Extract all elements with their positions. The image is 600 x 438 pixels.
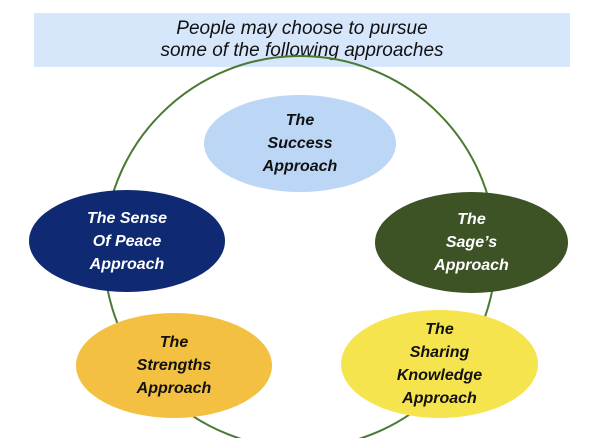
strengths-approach-line-3: Approach xyxy=(136,380,212,397)
strengths-approach-line-1: The xyxy=(159,334,189,351)
title-banner: People may choose to pursue some of the … xyxy=(34,13,570,67)
sharing-approach-line-2: Sharing xyxy=(409,344,470,361)
sages-approach-line-3: Approach xyxy=(434,257,509,274)
peace-approach-line-1: The Sense xyxy=(86,209,168,227)
sages-approach-line-2: Sage’s xyxy=(445,234,498,251)
success-approach-node: The Success Approach xyxy=(204,95,396,192)
success-approach-line-3: Approach xyxy=(262,158,338,175)
title-line-2: some of the following approaches xyxy=(160,40,444,61)
success-approach-line-2: Success xyxy=(267,135,333,152)
strengths-approach-node: The Strengths Approach xyxy=(76,313,272,418)
peace-approach-line-2: Of Peace xyxy=(92,232,162,250)
strengths-approach-line-2: Strengths xyxy=(136,357,212,374)
sharing-knowledge-approach-node: The Sharing Knowledge Approach xyxy=(341,310,538,418)
sharing-approach-line-1: The xyxy=(425,321,454,338)
sharing-approach-line-4: Approach xyxy=(402,390,477,407)
sages-approach-line-1: The xyxy=(457,211,486,228)
success-approach-line-1: The xyxy=(285,112,315,129)
peace-approach-line-3: Approach xyxy=(89,255,165,273)
sages-approach-node: The Sage’s Approach xyxy=(375,192,568,293)
sense-of-peace-approach-node: The Sense Of Peace Approach xyxy=(29,190,225,292)
title-line-1: People may choose to pursue xyxy=(176,18,428,39)
sharing-approach-line-3: Knowledge xyxy=(396,367,483,384)
